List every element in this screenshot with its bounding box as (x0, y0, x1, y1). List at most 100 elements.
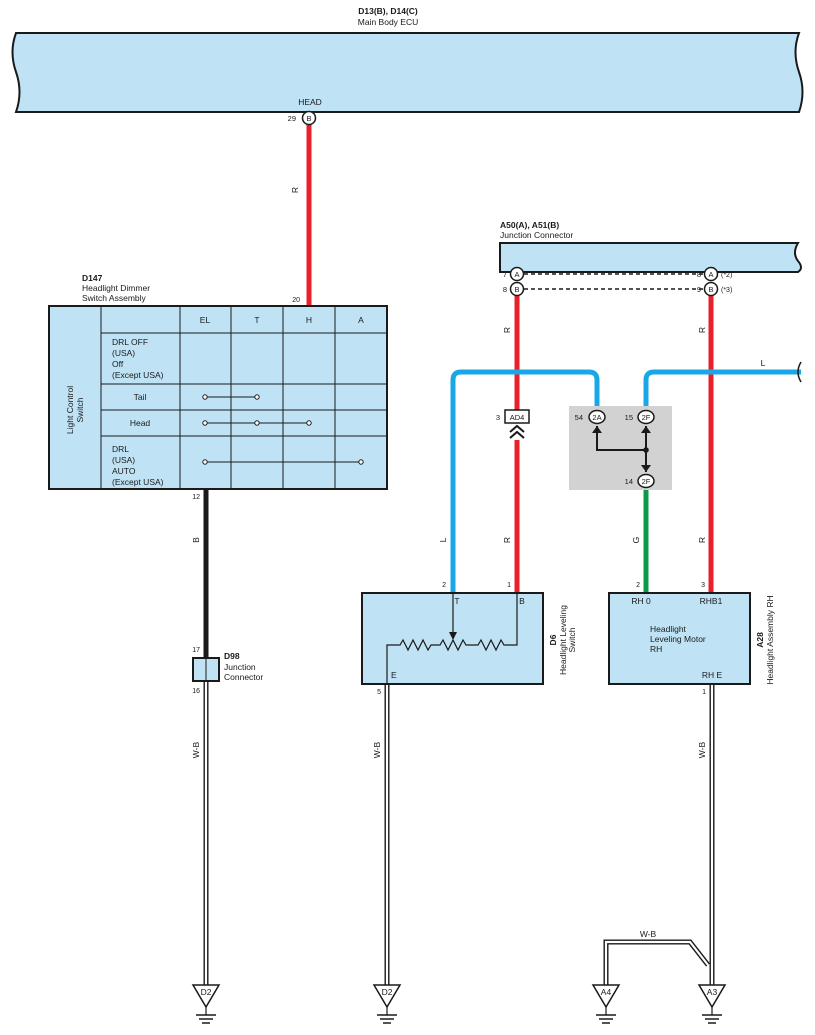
a28-inner-line1: Headlight (650, 624, 687, 634)
a28-name: Headlight Assembly RH (765, 595, 775, 684)
col-h: H (306, 315, 312, 325)
row-drl-off: DRL OFF (USA) Off (Except USA) (112, 337, 164, 380)
a28-pin-3: 3 (701, 582, 705, 589)
continuity-head (202, 420, 312, 426)
row-drl-auto: DRL (USA) AUTO (Except USA) (112, 444, 164, 487)
ecu-code: D13(B), D14(C) (358, 6, 418, 16)
label-r-a51: R (697, 327, 707, 333)
a50-code: A50(A), A51(B) (500, 220, 559, 230)
svg-text:(USA): (USA) (112, 348, 135, 358)
ground-a3: A3 (697, 984, 727, 1024)
d6-pin-1: 1 (507, 582, 511, 589)
svg-text:(Except USA): (Except USA) (112, 370, 164, 380)
ground-d2-center: D2 (372, 984, 402, 1024)
potentiometer-symbol (386, 593, 518, 684)
headlight-leveling-motor-a28: 2 3 RH 0 RHB1 Headlight Leveling Motor R… (608, 582, 775, 696)
label-r-d6: R (502, 537, 512, 543)
d147-top-pin: 20 (292, 297, 300, 304)
junction-connector-d98: 17 D98 Junction Connector 16 (192, 647, 263, 695)
svg-text:14: 14 (625, 477, 633, 486)
d147-bottom-pin: 12 (192, 494, 200, 501)
row-head: Head (130, 418, 151, 428)
d6-name-line2: Switch (567, 627, 577, 652)
d6-bottom-pin: 5 (377, 689, 381, 696)
a28-code: A28 (755, 632, 765, 648)
wire-l-2f (643, 369, 801, 410)
svg-text:15: 15 (625, 413, 633, 422)
svg-text:2F: 2F (642, 413, 651, 422)
d6-pin-2: 2 (442, 582, 446, 589)
a28-pin-2: 2 (636, 582, 640, 589)
wire-l-d6 (450, 369, 600, 593)
a28-bottom-pin: 1 (702, 689, 706, 696)
d6-label-t: T (454, 596, 459, 606)
side-label-line2: Switch (75, 397, 85, 422)
a50-name: Junction Connector (500, 230, 573, 240)
d147-name-line2: Switch Assembly (82, 293, 147, 303)
headlight-leveling-switch-d6: 2 1 T B E 5 D6 Headlight Leveling Switch (361, 582, 577, 696)
label-r-a50: R (502, 327, 512, 333)
junction-connector-a50: A50(A), A51(B) Junction Connector 7 A 8 … (499, 220, 802, 297)
splice-junction-block: 54 2A 15 2F 14 2F (569, 406, 672, 490)
svg-text:DRL OFF: DRL OFF (112, 337, 148, 347)
svg-text:B: B (708, 285, 713, 294)
label-wb-d98: W-B (191, 741, 201, 758)
d147-code: D147 (82, 273, 103, 283)
col-el: EL (200, 315, 211, 325)
svg-text:B: B (306, 114, 311, 123)
a50-row-1: 7 A 8 A (*2) (503, 266, 732, 282)
label-wb-d6: W-B (372, 741, 382, 758)
d147-name-line1: Headlight Dimmer (82, 283, 150, 293)
svg-text:A4: A4 (601, 987, 612, 997)
svg-text:29: 29 (288, 114, 296, 123)
continuity-tail (202, 394, 260, 400)
svg-text:D2: D2 (382, 987, 393, 997)
svg-text:2F: 2F (642, 477, 651, 486)
ecu-terminal-label: HEAD (298, 97, 322, 107)
main-body-ecu: D13(B), D14(C) Main Body ECU HEAD (11, 6, 804, 113)
label-l-d6: L (438, 537, 448, 542)
a28-label-rhb1: RHB1 (700, 596, 723, 606)
a50-row-2: 8 B 9 B (*3) (503, 281, 732, 297)
svg-text:2A: 2A (592, 413, 601, 422)
svg-text:AD4: AD4 (510, 413, 525, 422)
col-t: T (254, 315, 259, 325)
wire-break-l (797, 361, 802, 383)
svg-text:8: 8 (503, 285, 507, 294)
wire-wb-a4 (603, 939, 710, 985)
col-a: A (358, 315, 364, 325)
label-r-a28: R (697, 537, 707, 543)
label-r-ecu: R (290, 187, 300, 193)
ground-d2-left: D2 (191, 984, 221, 1024)
svg-text:A3: A3 (707, 987, 718, 997)
svg-text:(*3): (*3) (721, 287, 732, 294)
label-wb-a28: W-B (697, 741, 707, 758)
d98-code: D98 (224, 651, 240, 661)
svg-text:A: A (514, 270, 519, 279)
svg-text:3: 3 (496, 413, 500, 422)
d6-label-e: E (391, 670, 397, 680)
svg-text:54: 54 (575, 413, 583, 422)
ecu-pin-29: 29 B (288, 110, 317, 126)
wires (203, 125, 801, 985)
svg-text:D2: D2 (201, 987, 212, 997)
d98-name-line1: Junction (224, 662, 256, 672)
svg-text:B: B (514, 285, 519, 294)
d98-top-pin: 17 (192, 647, 200, 654)
row-tail: Tail (134, 392, 147, 402)
svg-text:(*2): (*2) (721, 272, 732, 279)
wire-color-labels: R B W-B W-B W-B R R R R L G L W-B (191, 187, 766, 939)
label-wb-a4: W-B (640, 929, 657, 939)
label-l-right: L (761, 358, 766, 368)
svg-text:A: A (708, 270, 713, 279)
ecu-name: Main Body ECU (358, 17, 418, 27)
a28-label-rh0: RH 0 (631, 596, 651, 606)
a28-inner-line2: Leveling Motor (650, 634, 706, 644)
d6-code: D6 (548, 634, 558, 645)
svg-text:(USA): (USA) (112, 455, 135, 465)
d98-bottom-pin: 16 (192, 688, 200, 695)
svg-text:(Except USA): (Except USA) (112, 477, 164, 487)
connector-ad4: 3 AD4 (496, 409, 530, 439)
a28-inner-line3: RH (650, 644, 662, 654)
